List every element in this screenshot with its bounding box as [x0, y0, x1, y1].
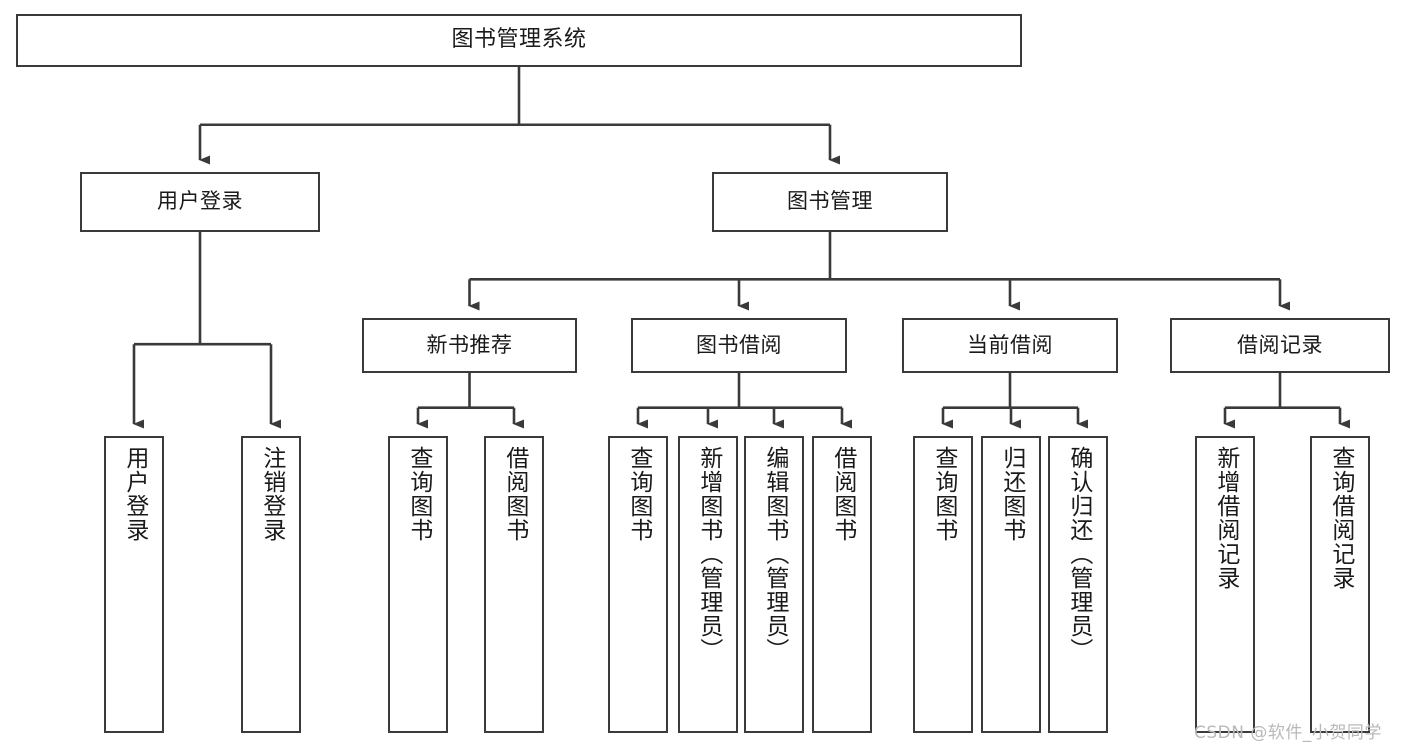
node-label: 当前借阅: [967, 332, 1053, 357]
node-label: 归还图书: [998, 446, 1025, 542]
node-label: 图书借阅: [696, 332, 782, 357]
node-label: 新增借阅记录: [1212, 446, 1239, 590]
node-label: 新增图书（管理员）: [695, 446, 722, 662]
watermark-label: CSDN @软件_小贺同学: [1194, 723, 1382, 743]
node-label: 编辑图书（管理员）: [761, 446, 788, 662]
node-leaf-add-record[interactable]: 新增借阅记录: [1195, 436, 1255, 733]
node-new-book-recommend[interactable]: 新书推荐: [362, 318, 577, 373]
node-label: 用户登录: [157, 189, 243, 214]
node-leaf-query-book-1[interactable]: 查询图书: [388, 436, 448, 733]
node-borrow-record[interactable]: 借阅记录: [1170, 318, 1390, 373]
node-leaf-add-book[interactable]: 新增图书（管理员）: [678, 436, 738, 733]
node-leaf-confirm-return[interactable]: 确认归还（管理员）: [1048, 436, 1108, 733]
node-label: 新书推荐: [426, 332, 513, 357]
node-label: 借阅记录: [1237, 332, 1323, 357]
node-label: 用户登录: [121, 446, 148, 542]
node-label: 借阅图书: [829, 446, 856, 542]
node-leaf-return-book[interactable]: 归还图书: [981, 436, 1041, 733]
node-leaf-query-book-2[interactable]: 查询图书: [608, 436, 668, 733]
node-book-borrow[interactable]: 图书借阅: [631, 318, 847, 373]
node-label: 图书管理系统: [451, 27, 587, 53]
node-label: 借阅图书: [501, 446, 528, 542]
node-label: 查询图书: [405, 446, 432, 542]
node-leaf-borrow-book-1[interactable]: 借阅图书: [484, 436, 544, 733]
node-current-borrow[interactable]: 当前借阅: [902, 318, 1118, 373]
node-label: 注销登录: [258, 446, 285, 542]
node-label: 确认归还（管理员）: [1065, 446, 1092, 662]
node-label: 查询图书: [930, 446, 957, 542]
node-leaf-logout[interactable]: 注销登录: [241, 436, 301, 733]
node-leaf-borrow-book-2[interactable]: 借阅图书: [812, 436, 872, 733]
node-leaf-user-login[interactable]: 用户登录: [104, 436, 164, 733]
node-label: 查询借阅记录: [1327, 446, 1354, 590]
node-book-manage[interactable]: 图书管理: [712, 172, 948, 232]
node-label: 图书管理: [787, 189, 873, 214]
node-leaf-query-record[interactable]: 查询借阅记录: [1310, 436, 1370, 733]
node-label: 查询图书: [625, 446, 652, 542]
node-root[interactable]: 图书管理系统: [16, 14, 1022, 67]
node-leaf-edit-book[interactable]: 编辑图书（管理员）: [744, 436, 804, 733]
node-leaf-query-book-3[interactable]: 查询图书: [913, 436, 973, 733]
node-user-login[interactable]: 用户登录: [80, 172, 320, 232]
